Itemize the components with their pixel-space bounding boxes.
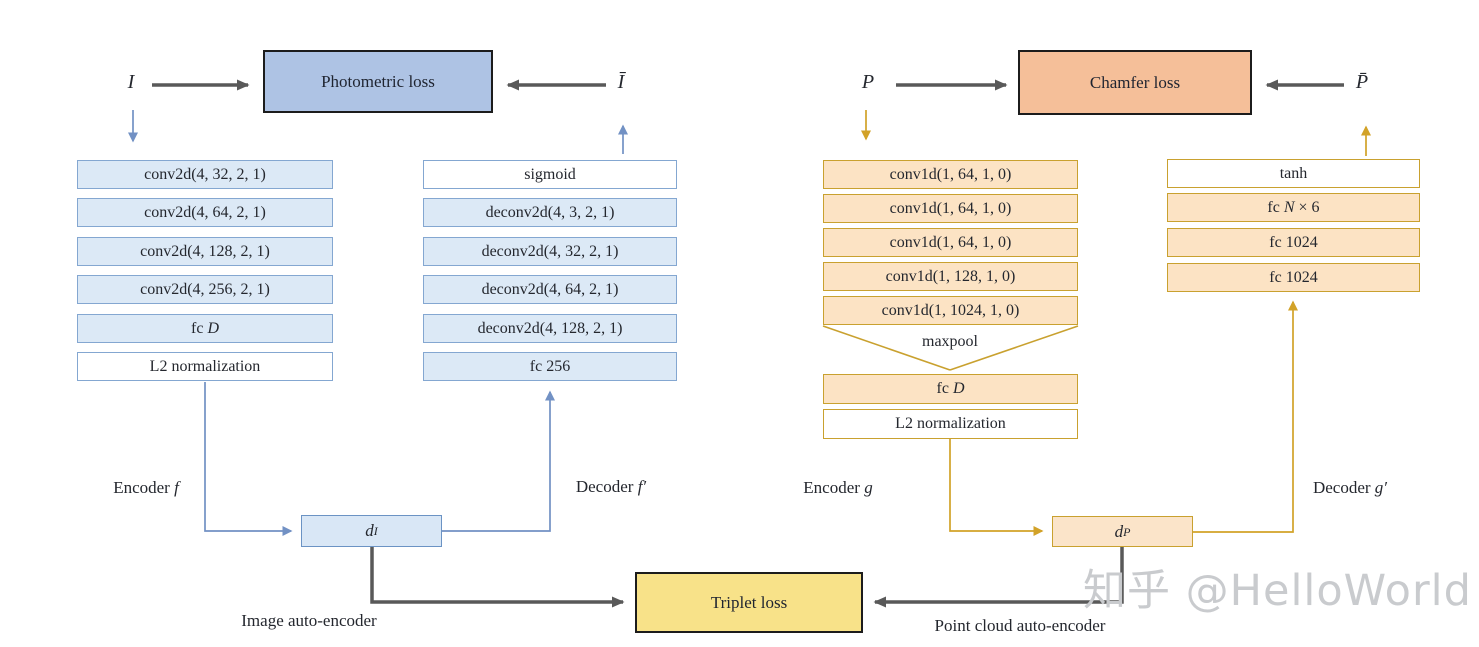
- layer-box-l2-normalization-pc: L2 normalization: [823, 409, 1078, 439]
- layer-box-conv2d-4: conv2d(4, 256, 2, 1): [77, 275, 333, 304]
- wire-encoder-g-to-dP: [949, 439, 1044, 536]
- image-autoencoder-caption: Image auto-encoder: [241, 611, 377, 630]
- triplet-loss-label: Triplet loss: [710, 592, 788, 612]
- wire-dP-to-decoder-g: [1193, 300, 1298, 533]
- layer-box-fc-1024-a: fc 1024: [1167, 228, 1420, 257]
- decoder-g-caption: Decoder g′: [1312, 478, 1388, 497]
- layer-box-sigmoid: sigmoid: [423, 160, 677, 189]
- layer-box-fc-D: fc D: [77, 314, 333, 343]
- decoder-f-caption: Decoder f′: [575, 477, 647, 496]
- layer-box-l2-normalization: L2 normalization: [77, 352, 333, 381]
- layer-box-deconv2d-4: deconv2d(4, 128, 2, 1): [423, 314, 677, 343]
- wire-dI-to-decoder-f: [442, 390, 555, 532]
- triplet-loss-box: Triplet loss: [635, 572, 863, 633]
- encoder-g-caption: Encoder g: [803, 478, 873, 497]
- chamfer-loss-label: Chamfer loss: [1089, 72, 1181, 92]
- layer-box-tanh: tanh: [1167, 159, 1420, 188]
- maxpool-funnel-left-edge: [822, 325, 951, 371]
- input-I-label: I: [127, 71, 135, 93]
- layer-box-fc-1024-b: fc 1024: [1167, 263, 1420, 292]
- maxpool-label: maxpool: [922, 333, 978, 350]
- chamfer-loss-box: Chamfer loss: [1018, 50, 1252, 115]
- layer-box-deconv2d-3: deconv2d(4, 64, 2, 1): [423, 275, 677, 304]
- maxpool-funnel-right-edge: [949, 325, 1079, 371]
- layer-box-conv2d-1: conv2d(4, 32, 2, 1): [77, 160, 333, 189]
- layer-box-conv2d-2: conv2d(4, 64, 2, 1): [77, 198, 333, 227]
- photometric-loss-box: Photometric loss: [263, 50, 493, 113]
- wire-encoder-f-to-dI: [204, 382, 293, 536]
- layer-box-fc-D-pc: fc D: [823, 374, 1078, 404]
- point-cloud-autoencoder-caption: Point cloud auto-encoder: [934, 616, 1106, 635]
- layer-box-deconv2d-1: deconv2d(4, 3, 2, 1): [423, 198, 677, 227]
- input-P-label: P: [861, 71, 875, 93]
- photometric-loss-label: Photometric loss: [321, 71, 435, 91]
- arrow-dI-to-triplet-loss: [370, 547, 625, 608]
- layer-box-conv1d-4: conv1d(1, 128, 1, 0): [823, 262, 1078, 291]
- watermark: 知乎 @HelloWorld: [1083, 566, 1472, 616]
- layer-box-conv2d-3: conv2d(4, 128, 2, 1): [77, 237, 333, 266]
- layer-box-conv1d-1: conv1d(1, 64, 1, 0): [823, 160, 1078, 189]
- layer-box-conv1d-2: conv1d(1, 64, 1, 0): [823, 194, 1078, 223]
- layer-box-fc-256: fc 256: [423, 352, 677, 381]
- layer-box-fc-Nx6: fc N × 6: [1167, 193, 1420, 222]
- layer-box-deconv2d-2: deconv2d(4, 32, 2, 1): [423, 237, 677, 266]
- layer-box-conv1d-5: conv1d(1, 1024, 1, 0): [823, 296, 1078, 325]
- arrow-dP-to-triplet-loss: [873, 547, 1124, 608]
- output-Pbar-label: P̄: [1355, 71, 1369, 93]
- output-Ibar-label: Ī: [617, 71, 625, 93]
- layer-box-conv1d-3: conv1d(1, 64, 1, 0): [823, 228, 1078, 257]
- encoder-f-caption: Encoder f: [113, 478, 179, 497]
